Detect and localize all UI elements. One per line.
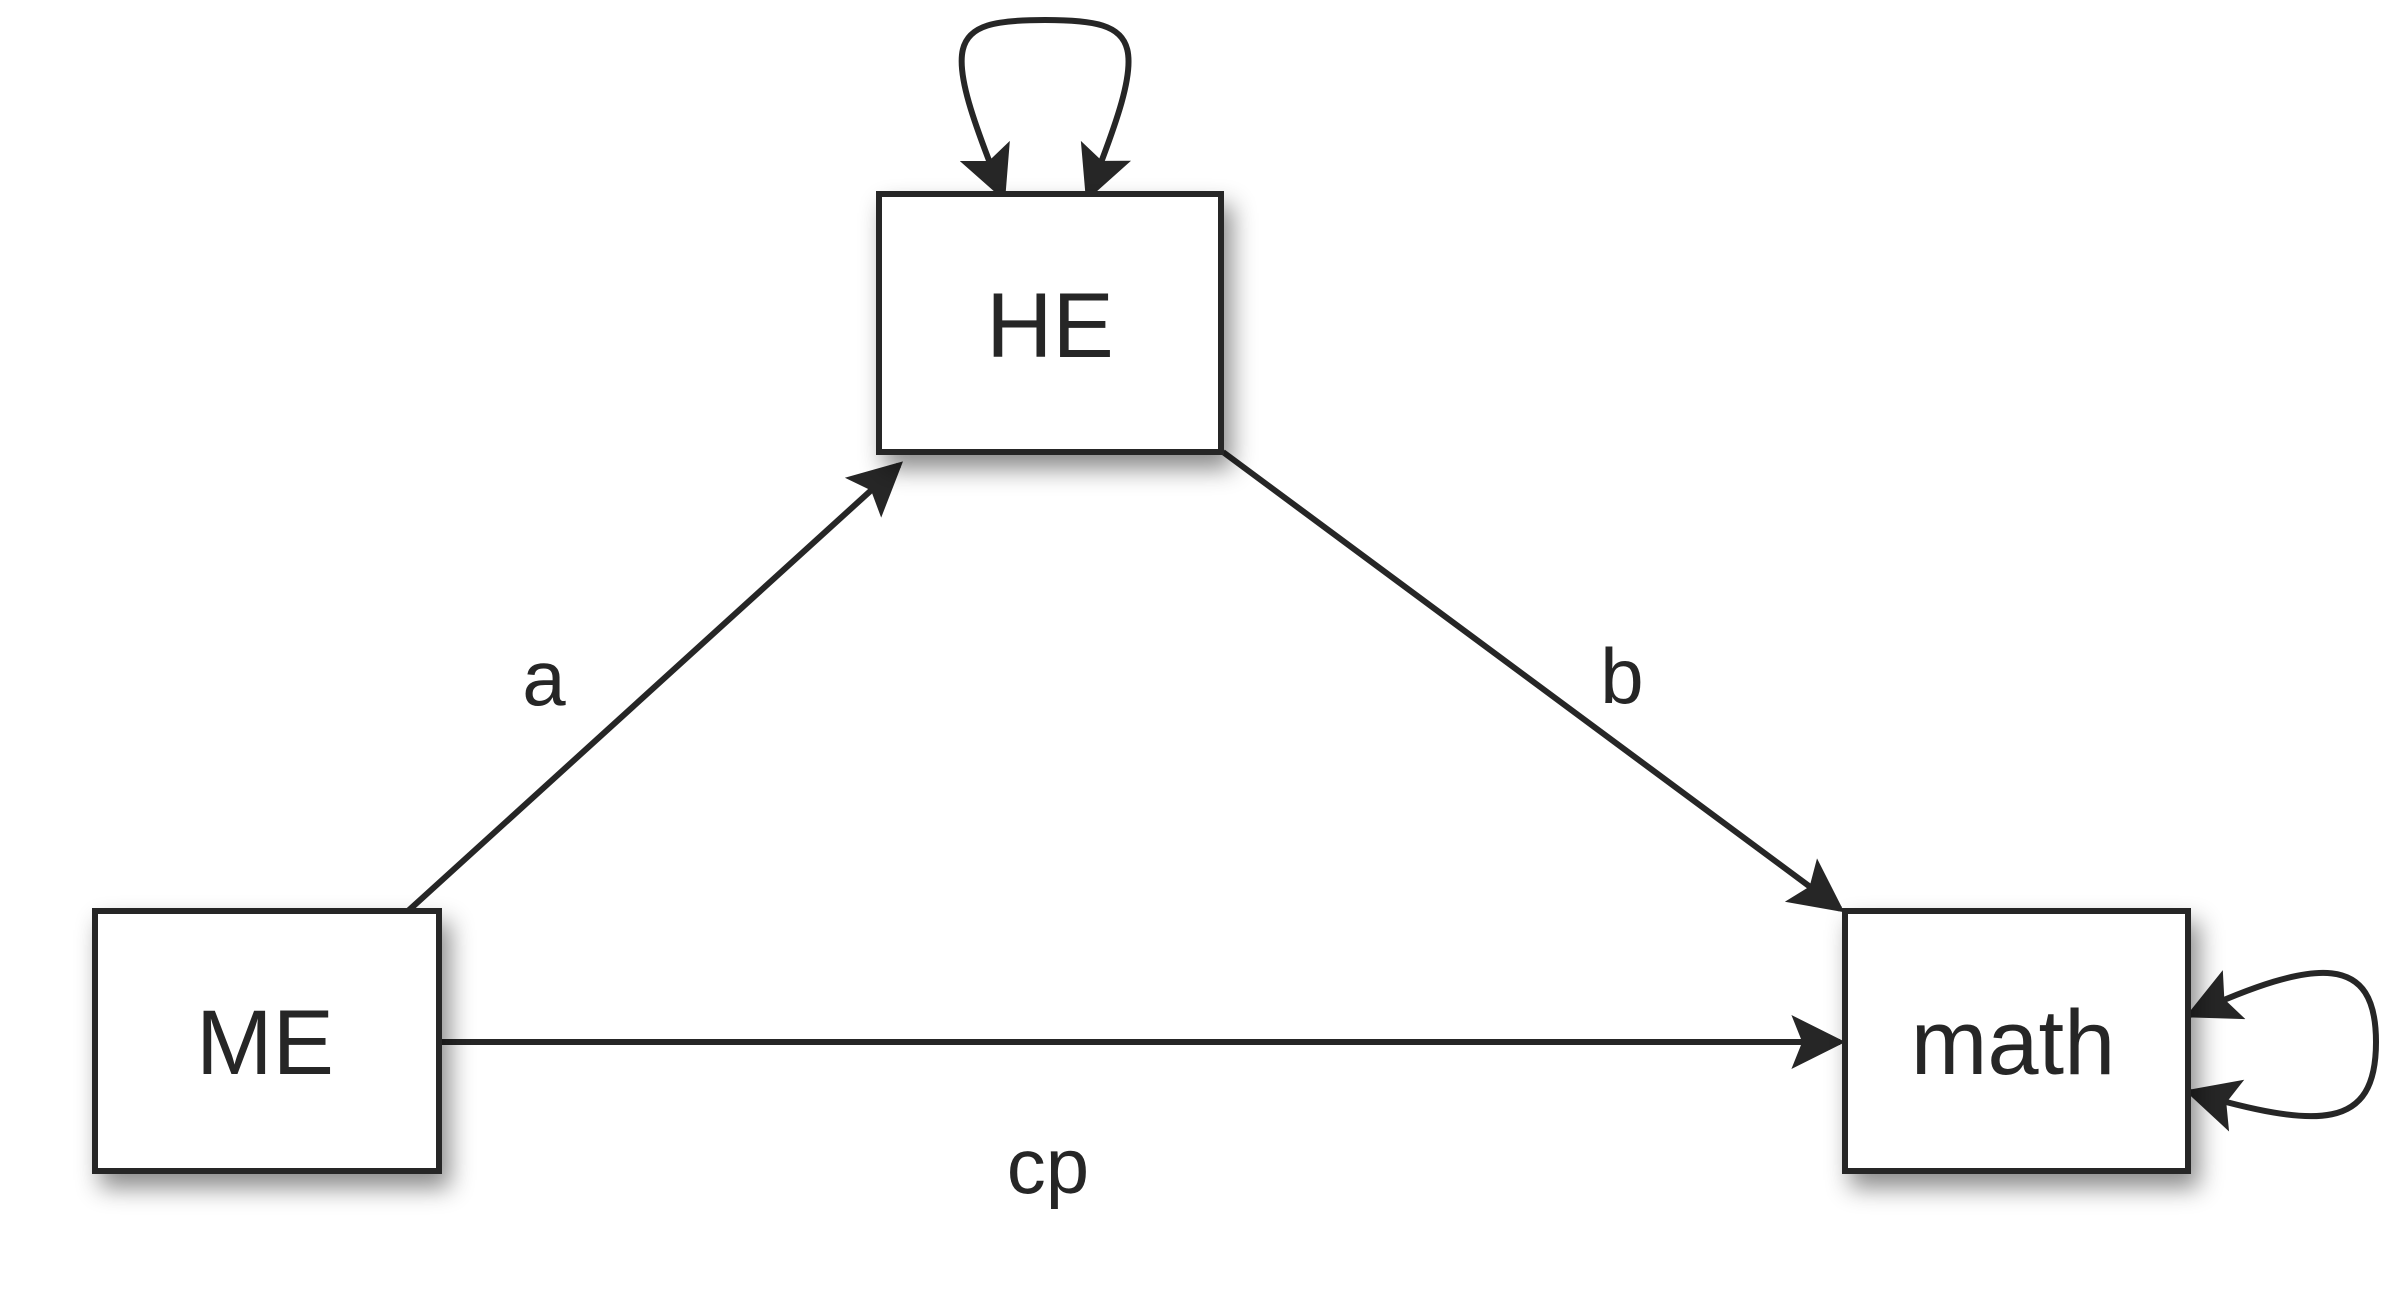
node-me: ME xyxy=(92,908,442,1174)
node-me-label: ME xyxy=(196,992,334,1094)
edge-label-cp: cp xyxy=(1007,1122,1089,1210)
edge-label-a: a xyxy=(522,634,566,722)
edge-math-variance xyxy=(2184,969,2380,1132)
node-he: HE xyxy=(876,191,1224,455)
edge-label-b: b xyxy=(1600,632,1643,720)
edge-he-variance xyxy=(958,16,1132,202)
edge-b xyxy=(1221,449,1845,913)
edge-a xyxy=(405,461,903,914)
node-math-label: math xyxy=(1911,992,2116,1094)
node-math: math xyxy=(1842,908,2191,1174)
node-he-label: HE xyxy=(986,275,1114,377)
